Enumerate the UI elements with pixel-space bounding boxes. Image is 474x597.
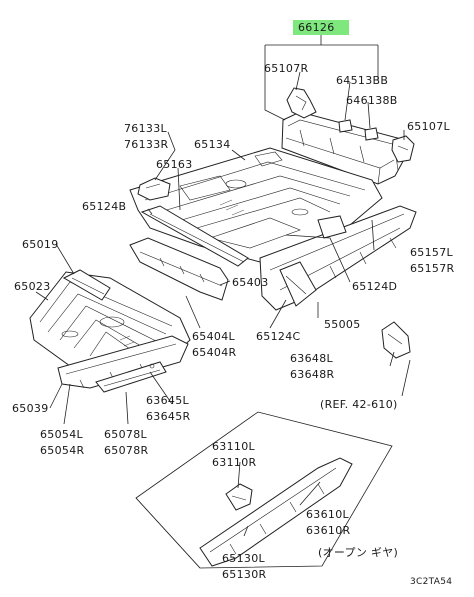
label-65130R: 65130R xyxy=(222,568,266,581)
part-labels: 66126 65107R 64513BB 646138B 65107L 7613… xyxy=(12,21,454,587)
label-63110L: 63110L xyxy=(212,440,255,453)
label-65157L: 65157L xyxy=(410,246,453,259)
label-65078R: 65078R xyxy=(104,444,148,457)
label-63648L: 63648L xyxy=(290,352,333,365)
bracket-76133-drawing xyxy=(137,177,171,201)
label-63610L: 63610L xyxy=(306,508,349,521)
label-66126: 66126 xyxy=(298,21,335,34)
label-64513BB: 64513BB xyxy=(336,74,388,87)
label-65404L: 65404L xyxy=(192,330,235,343)
lower-floor-panel-drawing xyxy=(135,411,393,569)
label-65107L: 65107L xyxy=(407,120,450,133)
label-65107R: 65107R xyxy=(264,62,308,75)
part-number-highlight xyxy=(293,20,349,35)
label-76133R: 76133R xyxy=(124,138,168,151)
label-63645R: 63645R xyxy=(146,410,190,423)
front-lower-members-drawing xyxy=(57,335,189,393)
label-65124D: 65124D xyxy=(352,280,397,293)
side-frame-rails-drawing xyxy=(129,205,417,359)
label-65039: 65039 xyxy=(12,402,49,415)
label-63610R: 63610R xyxy=(306,524,350,537)
label-65134: 65134 xyxy=(194,138,231,151)
label-65054R: 65054R xyxy=(40,444,84,457)
label-open-gear: (オープン ギヤ) xyxy=(318,546,398,559)
diagram-code: 3C2TA54 xyxy=(410,577,452,587)
label-65163: 65163 xyxy=(156,158,193,171)
label-65054L: 65054L xyxy=(40,428,83,441)
label-ref-42-610: (REF. 42-610) xyxy=(320,398,398,411)
label-65403: 65403 xyxy=(232,276,269,289)
label-55005: 55005 xyxy=(324,318,361,331)
label-65124B: 65124B xyxy=(82,200,126,213)
label-65157R: 65157R xyxy=(410,262,454,275)
label-65130L: 65130L xyxy=(222,552,265,565)
label-76133L: 76133L xyxy=(124,122,167,135)
label-65023: 65023 xyxy=(14,280,51,293)
label-65078L: 65078L xyxy=(104,428,147,441)
label-63645L: 63645L xyxy=(146,394,189,407)
label-65019: 65019 xyxy=(22,238,59,251)
label-63648R: 63648R xyxy=(290,368,334,381)
leader-lines xyxy=(35,35,411,537)
rear-crossmember-drawing xyxy=(281,87,415,185)
label-65404R: 65404R xyxy=(192,346,236,359)
label-63110R: 63110R xyxy=(212,456,256,469)
label-65124C: 65124C xyxy=(256,330,300,343)
label-64613BB: 646138B xyxy=(346,94,398,107)
